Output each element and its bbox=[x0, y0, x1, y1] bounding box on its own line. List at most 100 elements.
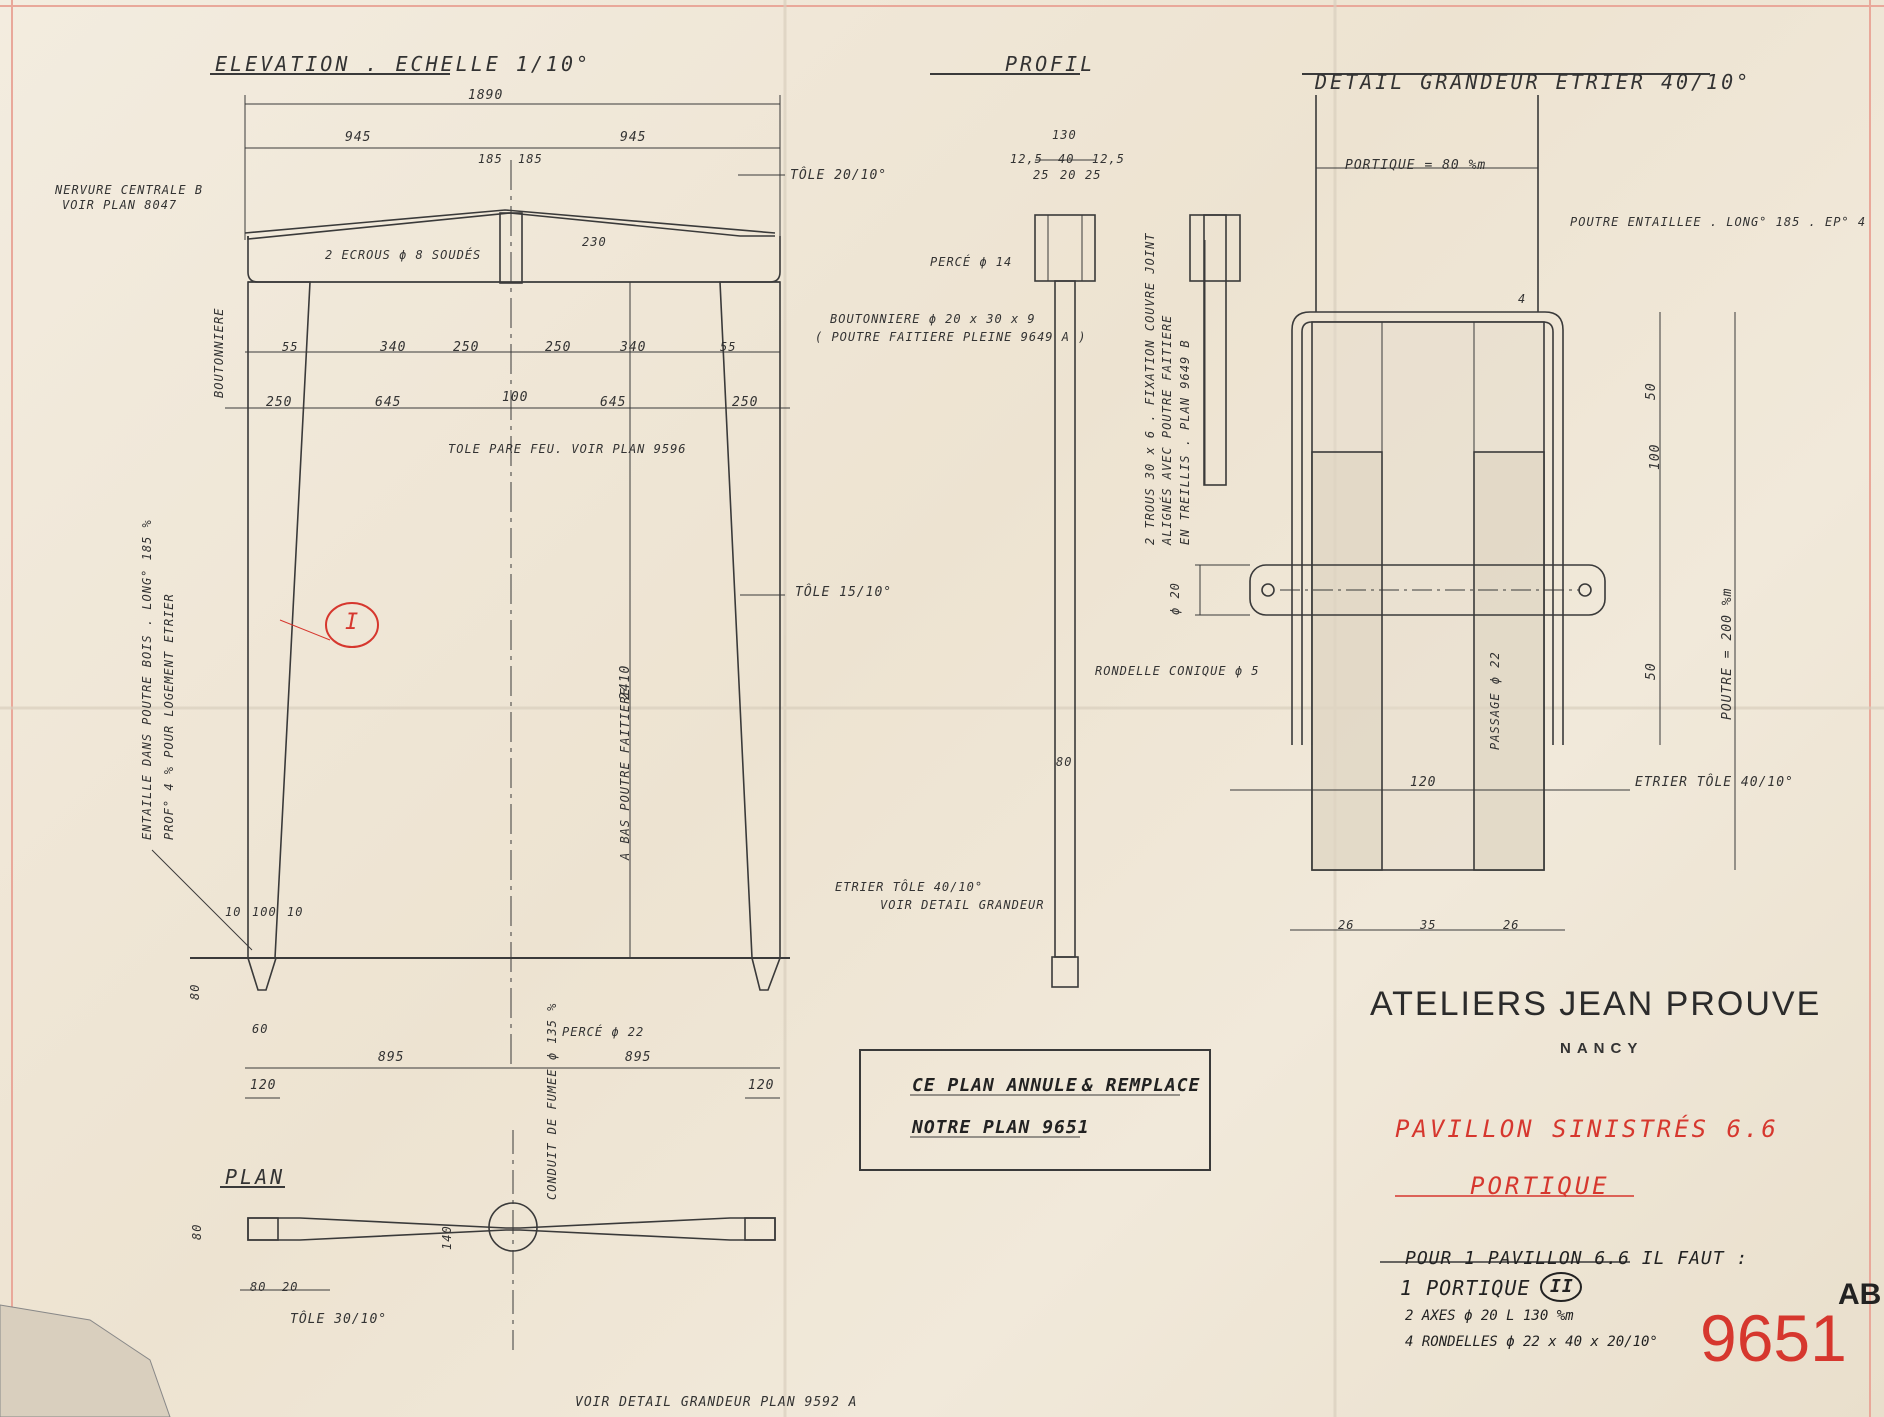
elevation-title: ELEVATION . ECHELLE 1/10° bbox=[215, 52, 592, 76]
dim-55-left: 55 bbox=[282, 340, 299, 354]
dim-55-right: 55 bbox=[720, 340, 737, 354]
revision-code: AB bbox=[1838, 1278, 1882, 1311]
dim-base-100: 100 bbox=[252, 905, 277, 919]
red-circle-mark bbox=[325, 602, 379, 648]
dim-340-right: 340 bbox=[620, 340, 647, 355]
dim-120-left: 120 bbox=[250, 1078, 277, 1093]
dim-645-left: 645 bbox=[375, 395, 402, 410]
note-perce: PERCÉ ϕ 22 bbox=[562, 1025, 645, 1039]
notice-box bbox=[859, 1049, 1211, 1171]
note-nervure-2: VOIR PLAN 8047 bbox=[62, 198, 178, 212]
profile-dim-12-5-right: 12,5 bbox=[1092, 152, 1125, 166]
detail-view bbox=[1195, 73, 1736, 931]
dim-100: 100 bbox=[502, 390, 529, 405]
dim-half-right: 945 bbox=[620, 130, 647, 145]
item-3: 4 RONDELLES ϕ 22 x 40 x 20/10° bbox=[1405, 1334, 1658, 1350]
elevation-view bbox=[151, 73, 790, 1099]
dim-250-right: 250 bbox=[545, 340, 572, 355]
portique-mark-circle bbox=[1540, 1272, 1582, 1302]
item-1-mark: II bbox=[1550, 1276, 1574, 1297]
plan-conduit: CONDUIT DE FUMEE ϕ 135 % bbox=[545, 1002, 559, 1200]
part-name: PORTIQUE bbox=[1470, 1172, 1610, 1200]
profile-dim-25-right: 25 bbox=[1085, 168, 1102, 182]
dim-185-left: 185 bbox=[478, 152, 503, 166]
note-tole-top: TÔLE 20/10° bbox=[790, 168, 888, 183]
profile-note-bouton-2: ( POUTRE FAITIERE PLEINE 9649 A ) bbox=[815, 330, 1087, 344]
detail-dim-100: 100 bbox=[1648, 443, 1663, 470]
profile-dim-80: 80 bbox=[1056, 755, 1073, 769]
detail-dim-50-top: 50 bbox=[1644, 382, 1659, 400]
plan-tole: TÔLE 30/10° bbox=[290, 1312, 388, 1327]
note-nervure-1: NERVURE CENTRALE B bbox=[55, 183, 204, 197]
dim-side-right: 250 bbox=[732, 395, 759, 410]
dim-895-left: 895 bbox=[378, 1050, 405, 1065]
detail-dim-50-bottom: 50 bbox=[1644, 662, 1659, 680]
dim-895-right: 895 bbox=[625, 1050, 652, 1065]
profile-dim-40: 40 bbox=[1058, 152, 1075, 166]
dim-340-left: 340 bbox=[380, 340, 407, 355]
dim-120-right: 120 bbox=[748, 1078, 775, 1093]
requirement-line: POUR 1 PAVILLON 6.6 IL FAUT : bbox=[1405, 1248, 1749, 1269]
dim-250-left: 250 bbox=[453, 340, 480, 355]
plan-number: 9651 bbox=[1700, 1301, 1847, 1375]
notice-line1a: CE PLAN ANNULE bbox=[912, 1075, 1078, 1096]
note-entaille-1: ENTAILLE DANS POUTRE BOIS . LONG° 185 % bbox=[140, 519, 154, 840]
profile-note-trous-1: 2 TROUS 30 x 6 . FIXATION COUVRE JOINT bbox=[1143, 232, 1157, 545]
item-1: 1 PORTIQUE bbox=[1400, 1276, 1531, 1300]
detail-title: DETAIL GRANDEUR ETRIER 40/10° bbox=[1315, 70, 1752, 94]
note-etrier-1: ETRIER TÔLE 40/10° bbox=[835, 880, 984, 894]
detail-dim-35: 35 bbox=[1420, 918, 1437, 932]
plan-dim-80b: 80 bbox=[250, 1280, 267, 1294]
detail-poutre-entaillee: POUTRE ENTAILLEE . LONG° 185 . EP° 4 bbox=[1570, 215, 1867, 229]
note-etrier-2: VOIR DETAIL GRANDEUR bbox=[880, 898, 1045, 912]
note-boutonniere: BOUTONNIERE bbox=[212, 307, 226, 398]
plan-dim-20: 20 bbox=[282, 1280, 299, 1294]
dim-230: 230 bbox=[582, 235, 607, 249]
plan-dim-140: 140 bbox=[440, 1225, 454, 1250]
dim-total: 1890 bbox=[468, 88, 504, 103]
detail-dim-26-left: 26 bbox=[1338, 918, 1355, 932]
dim-80: 80 bbox=[188, 983, 202, 1000]
project-name: PAVILLON SINISTRÉS 6.6 bbox=[1395, 1115, 1779, 1143]
profile-view bbox=[930, 73, 1241, 988]
red-mark: I bbox=[345, 610, 360, 635]
note-ecrous: 2 ECROUS ϕ 8 SOUDÉS bbox=[325, 248, 482, 262]
profile-title: PROFIL bbox=[1005, 52, 1096, 76]
detail-portique: PORTIQUE = 80 %m bbox=[1345, 158, 1487, 173]
profile-note-trous-2: ALIGNÉS AVEC POUTRE FAITIERE bbox=[1160, 314, 1174, 545]
note-bas-poutre: A BAS POUTRE FAITIERE bbox=[618, 687, 632, 860]
plan-voir-detail: VOIR DETAIL GRANDEUR PLAN 9592 A bbox=[575, 1395, 858, 1410]
detail-dim-phi20: ϕ 20 bbox=[1168, 582, 1182, 615]
profile-note-trous-3: EN TREILLIS . PLAN 9649 B bbox=[1178, 339, 1192, 545]
item-2: 2 AXES ϕ 20 L 130 %m bbox=[1405, 1308, 1574, 1324]
dim-60: 60 bbox=[252, 1022, 269, 1036]
company-city: NANCY bbox=[1560, 1040, 1644, 1057]
torn-corner bbox=[0, 1304, 171, 1417]
plan-view bbox=[220, 1130, 776, 1350]
detail-dim-poutre: POUTRE = 200 %m bbox=[1720, 587, 1735, 720]
profile-note-rondelle: RONDELLE CONIQUE ϕ 5 bbox=[1095, 664, 1260, 678]
profile-note-perce: PERCÉ ϕ 14 bbox=[930, 255, 1013, 269]
notice-line1b: & REMPLACE bbox=[1082, 1075, 1201, 1096]
company-name: ATELIERS JEAN PROUVE bbox=[1370, 985, 1822, 1023]
plan-title: PLAN bbox=[225, 1165, 286, 1189]
plan-dim-80: 80 bbox=[190, 1223, 204, 1240]
note-tole-pare-feu: TOLE PARE FEU. VOIR PLAN 9596 bbox=[448, 442, 687, 456]
profile-note-bouton-1: BOUTONNIERE ϕ 20 x 30 x 9 bbox=[830, 312, 1036, 326]
profile-dim-20: 20 bbox=[1060, 168, 1077, 182]
detail-dim-26-right: 26 bbox=[1503, 918, 1520, 932]
detail-dim-120: 120 bbox=[1410, 775, 1437, 790]
dim-645-right: 645 bbox=[600, 395, 627, 410]
dim-side-left: 250 bbox=[266, 395, 293, 410]
profile-dim-130: 130 bbox=[1052, 128, 1077, 142]
profile-dim-12-5-left: 12,5 bbox=[1010, 152, 1043, 166]
detail-etrier: ETRIER TÔLE 40/10° bbox=[1635, 775, 1794, 790]
note-tole-mid: TÔLE 15/10° bbox=[795, 585, 893, 600]
note-entaille-2: PROF° 4 % POUR LOGEMENT ETRIER bbox=[162, 593, 176, 840]
detail-passage: PASSAGE ϕ 22 bbox=[1488, 651, 1502, 750]
dim-half-left: 945 bbox=[345, 130, 372, 145]
detail-dim-4: 4 bbox=[1518, 292, 1527, 306]
